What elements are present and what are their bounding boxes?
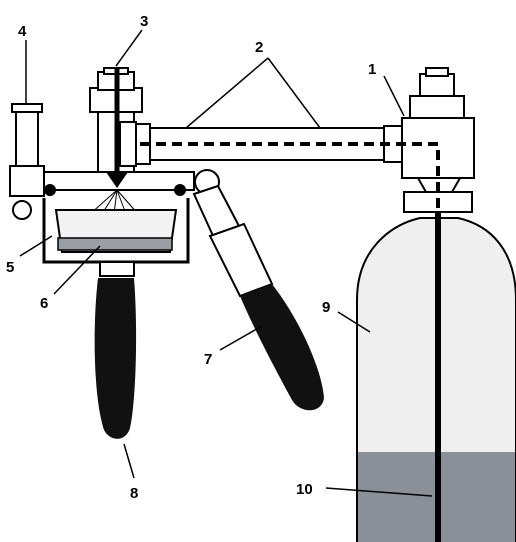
safety-valve — [9, 103, 45, 220]
leader-9 — [337, 311, 371, 333]
lever-handle — [192, 169, 324, 411]
callout-6: 6 — [40, 295, 48, 312]
callout-labels: 1 2 3 4 5 6 7 8 9 10 — [6, 13, 376, 502]
leader-7 — [219, 325, 263, 351]
gas-cylinder — [356, 210, 516, 542]
callout-7: 7 — [204, 351, 212, 368]
callout-10: 10 — [296, 481, 313, 498]
leader-3 — [115, 29, 143, 67]
leader-8 — [123, 443, 135, 479]
leader-2a — [185, 57, 269, 129]
bottom-handle — [94, 261, 137, 439]
leader-10 — [325, 487, 433, 497]
leader-lines — [19, 29, 433, 497]
leader-2b — [267, 57, 321, 129]
callout-8: 8 — [130, 485, 138, 502]
callout-1: 1 — [368, 61, 376, 78]
flow-arrow — [106, 68, 128, 188]
leader-1 — [383, 75, 405, 117]
callout-3: 3 — [140, 13, 148, 30]
leader-5 — [19, 235, 53, 257]
tray — [42, 198, 190, 264]
callout-4: 4 — [18, 23, 27, 40]
callout-2: 2 — [255, 39, 263, 56]
callout-5: 5 — [6, 259, 14, 276]
cylinder-valve — [383, 67, 475, 213]
tray-liquid — [57, 237, 173, 251]
callout-9: 9 — [322, 299, 330, 316]
leader-6 — [53, 245, 101, 295]
